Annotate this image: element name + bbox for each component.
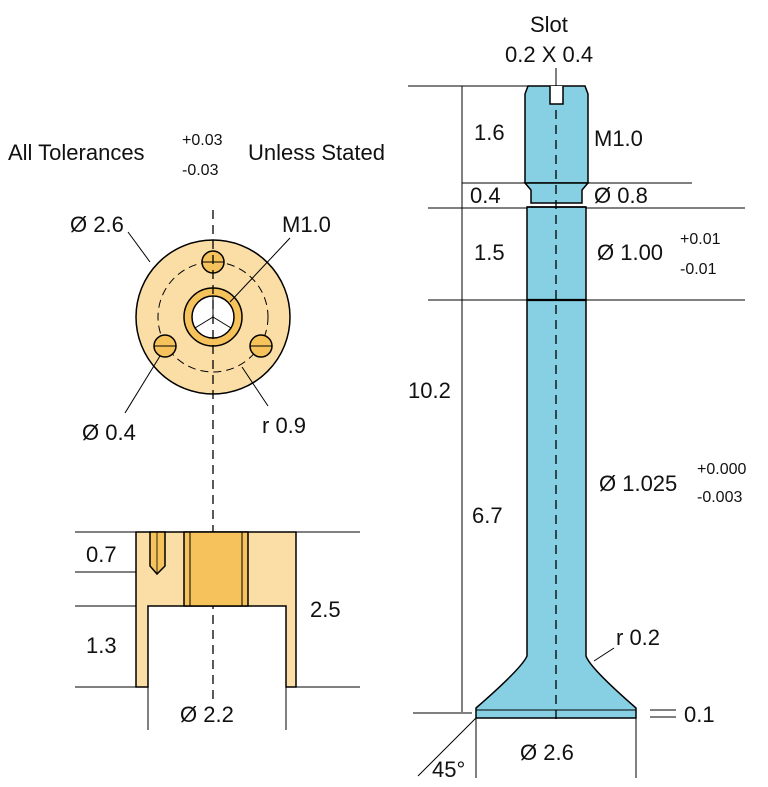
tolerance-note: All Tolerances +0.03 -0.03 Unless Stated [8, 132, 385, 179]
pitch-circle [157, 261, 269, 373]
thread-leader [229, 237, 291, 303]
chamfer-angle-label: 45° [432, 757, 465, 782]
head-thread-label: M1.0 [594, 126, 643, 151]
hole-diameter-leader [124, 355, 161, 414]
shaft-diameter-label: Ø 1.025 [599, 471, 677, 496]
tolerance-plus: +0.03 [182, 132, 223, 149]
collar-tol-minus: -0.01 [680, 261, 717, 278]
pitch-radius-leader [241, 366, 269, 407]
overall-length-label: 10.2 [408, 378, 451, 403]
shaft-tol-plus: +0.000 [697, 461, 746, 478]
fillet-radius-label: r 0.2 [616, 625, 660, 650]
side-view-thread-section [183, 531, 249, 607]
tolerance-prefix: All Tolerances [8, 140, 145, 165]
shaft-tol-minus: -0.003 [697, 489, 742, 506]
collar-tol-plus: +0.01 [680, 231, 721, 248]
thread-label: M1.0 [282, 212, 331, 237]
tolerance-minus: -0.03 [182, 162, 219, 179]
pin-slot [549, 86, 564, 105]
collar-length-label: 1.5 [474, 240, 505, 265]
tolerance-suffix: Unless Stated [248, 140, 385, 165]
slot-size: 0.2 X 0.4 [505, 42, 593, 67]
side-view-drill-hole [149, 531, 166, 576]
inner-diameter-label: Ø 2.2 [180, 702, 234, 727]
shaft-length-label: 6.7 [472, 503, 503, 528]
head-length-label: 1.6 [474, 120, 505, 145]
side-view: 0.7 1.3 2.5 Ø 2.2 [75, 531, 360, 730]
chamfer-leader [417, 717, 477, 777]
outer-diameter-label: Ø 2.6 [70, 212, 124, 237]
base-diameter-label: Ø 2.6 [520, 740, 574, 765]
base-thickness-label: 0.1 [684, 702, 715, 727]
collar-diameter-label: Ø 1.00 [597, 240, 663, 265]
leg-height-label: 1.3 [86, 633, 117, 658]
fillet-leader [593, 647, 615, 662]
pin-view: Slot 0.2 X 0.4 1.6 M1.0 0.4 Ø 0 [408, 12, 746, 782]
side-view-body [135, 531, 297, 688]
total-height-label: 2.5 [310, 597, 341, 622]
counterbore-depth-label: 0.7 [86, 542, 117, 567]
top-view: Ø 2.6 M1.0 Ø 0.4 r 0.9 [70, 212, 331, 445]
hole-diameter-label: Ø 0.4 [82, 420, 136, 445]
bolt-hole-right [249, 334, 273, 358]
outer-diameter-leader [127, 231, 151, 263]
neck-length-label: 0.4 [470, 183, 501, 208]
bolt-hole-left [153, 334, 177, 358]
pitch-radius-label: r 0.9 [262, 413, 306, 438]
neck-diameter-label: Ø 0.8 [594, 183, 648, 208]
slot-title: Slot [530, 12, 568, 37]
